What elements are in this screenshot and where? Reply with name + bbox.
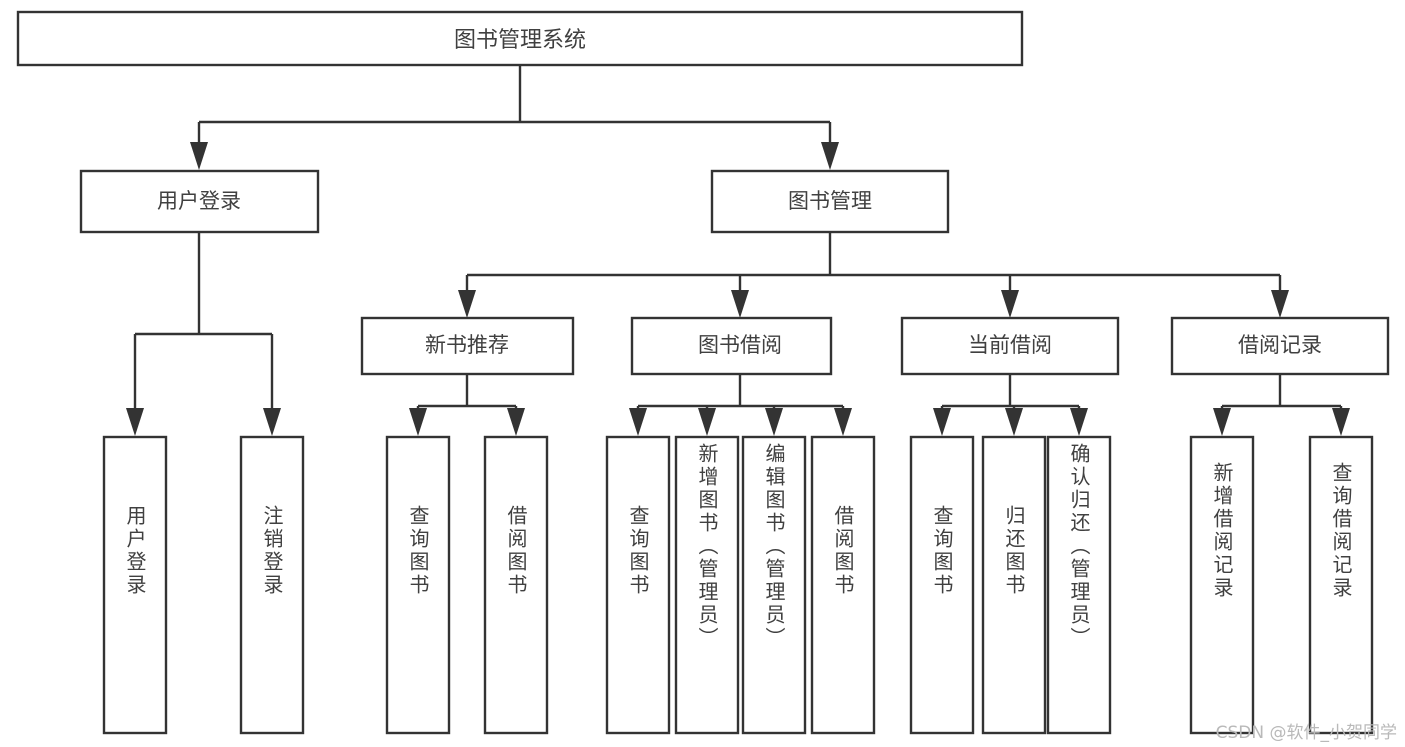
arrow-head-icon <box>1271 290 1289 318</box>
node-user-login-label: 用户登录 <box>157 189 241 213</box>
arrow-head-icon <box>409 408 427 436</box>
node-user-login[interactable]: 用户登录 <box>79 169 320 234</box>
arrow-head-icon <box>1213 408 1231 436</box>
leaf-box-query-book-newbook[interactable] <box>385 435 451 735</box>
arrow-head-icon <box>629 408 647 436</box>
node-current-borrow-box[interactable] <box>900 316 1120 376</box>
leaf-box-add-book-admin[interactable] <box>674 435 740 735</box>
leaf-box-logout[interactable] <box>239 435 305 735</box>
leaf-box-return-book[interactable] <box>981 435 1047 735</box>
arrow-head-icon <box>190 142 208 170</box>
leaf-box-query-book-current[interactable] <box>909 435 975 735</box>
arrow-head-icon <box>507 408 525 436</box>
node-book-borrow[interactable]: 图书借阅 <box>630 316 833 376</box>
node-book-borrow-box[interactable] <box>630 316 833 376</box>
arrow-head-icon <box>698 408 716 436</box>
arrow-head-icon <box>1005 408 1023 436</box>
leaf-boxes <box>102 435 1374 735</box>
node-new-book-recommend-box[interactable] <box>360 316 575 376</box>
arrow-head-icon <box>1001 290 1019 318</box>
node-book-management-label: 图书管理 <box>788 189 872 213</box>
arrow-head-icon <box>1332 408 1350 436</box>
node-current-borrow-label: 当前借阅 <box>968 333 1052 357</box>
arrow-head-icon <box>765 408 783 436</box>
leaf-box-confirm-return-admin[interactable] <box>1046 435 1112 735</box>
node-current-borrow[interactable]: 当前借阅 <box>900 316 1120 376</box>
arrow-head-icon <box>263 408 281 436</box>
leaf-box-borrow-book-newbook[interactable] <box>483 435 549 735</box>
arrow-head-icon <box>458 290 476 318</box>
leaf-box-query-book-borrow[interactable] <box>605 435 671 735</box>
arrow-head-icon <box>731 290 749 318</box>
arrow-head-icon <box>1070 408 1088 436</box>
leaf-box-query-borrow-record[interactable] <box>1308 435 1374 735</box>
node-book-borrow-label: 图书借阅 <box>698 333 782 357</box>
arrow-head-icon <box>126 408 144 436</box>
node-book-management-box[interactable] <box>710 169 950 234</box>
node-new-book-recommend-label: 新书推荐 <box>425 333 509 357</box>
node-root[interactable]: 图书管理系统 <box>16 10 1024 67</box>
leaf-box-add-borrow-record[interactable] <box>1189 435 1255 735</box>
leaf-box-user-login[interactable] <box>102 435 168 735</box>
node-book-management[interactable]: 图书管理 <box>710 169 950 234</box>
node-borrow-record-label: 借阅记录 <box>1238 333 1322 357</box>
arrow-head-icon <box>834 408 852 436</box>
node-new-book-recommend[interactable]: 新书推荐 <box>360 316 575 376</box>
leaf-box-edit-book-admin[interactable] <box>741 435 807 735</box>
node-borrow-record[interactable]: 借阅记录 <box>1170 316 1390 376</box>
arrow-head-icon <box>821 142 839 170</box>
arrow-head-icon <box>933 408 951 436</box>
node-root-label: 图书管理系统 <box>454 28 586 53</box>
node-root-box[interactable] <box>16 10 1024 67</box>
node-user-login-box[interactable] <box>79 169 320 234</box>
leaf-box-borrow-book[interactable] <box>810 435 876 735</box>
node-borrow-record-box[interactable] <box>1170 316 1390 376</box>
connectors <box>126 65 1350 436</box>
